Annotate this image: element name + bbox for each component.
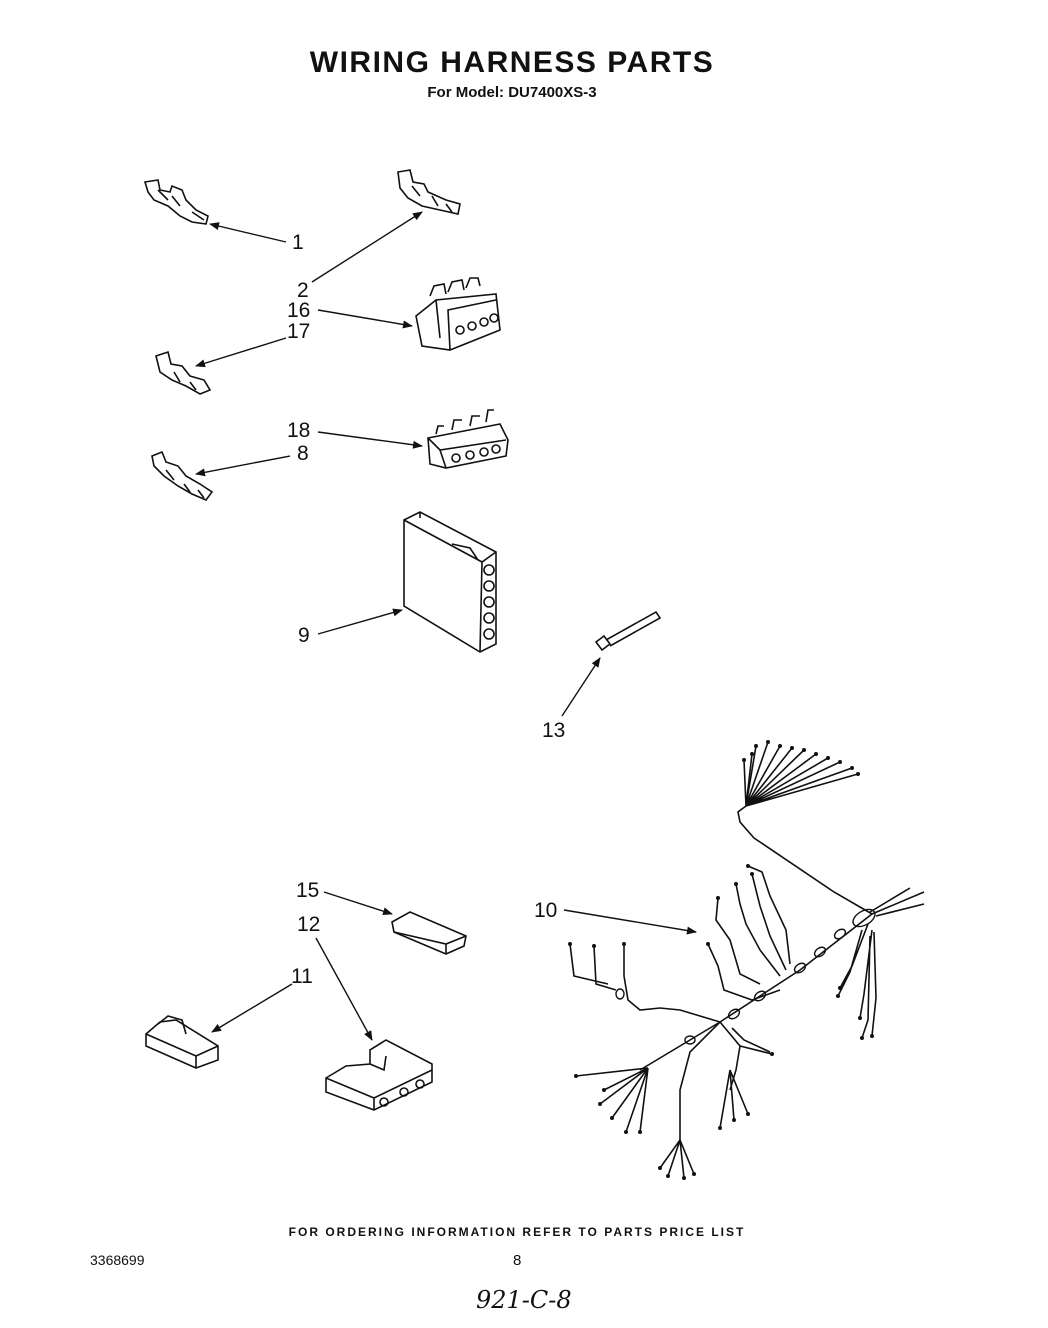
terminal-part-1 (143, 179, 209, 225)
callout-15: 15 (296, 879, 320, 902)
callout-13: 13 (542, 719, 566, 742)
callout-8: 8 (297, 442, 309, 465)
ordering-note: FOR ORDERING INFORMATION REFER TO PARTS … (288, 1225, 746, 1239)
terminal-part-17 (155, 350, 212, 395)
wiring-harness-part-10 (569, 741, 925, 1179)
connector-part-11 (145, 1015, 219, 1069)
callout-9: 9 (298, 624, 310, 647)
connector-block-part-9 (403, 511, 497, 653)
callout-11: 11 (291, 965, 313, 988)
clip-part-15 (391, 911, 467, 955)
terminal-part-8 (151, 450, 214, 501)
callout-1: 1 (292, 231, 304, 254)
handwritten-note: 921-C-8 (476, 1286, 572, 1314)
pin-part-13 (594, 610, 662, 652)
page-number: 8 (513, 1252, 522, 1269)
callout-17: 17 (287, 320, 311, 343)
leader-lines (195, 211, 697, 1041)
terminal-part-2 (397, 169, 461, 215)
model-subtitle: For Model: DU7400XS-3 (427, 84, 597, 101)
connector-part-16 (415, 277, 501, 351)
callout-16: 16 (287, 299, 311, 322)
harness-ties (615, 908, 876, 1045)
document-number: 3368699 (90, 1252, 145, 1268)
callout-18: 18 (287, 419, 311, 442)
harness-wire-ends (568, 740, 874, 1180)
page-title: WIRING HARNESS PARTS (309, 46, 715, 79)
callout-2: 2 (297, 279, 309, 302)
connector-part-18 (427, 409, 509, 469)
housing-part-12 (325, 1039, 433, 1111)
callout-10: 10 (534, 899, 558, 922)
callout-12: 12 (297, 913, 321, 936)
